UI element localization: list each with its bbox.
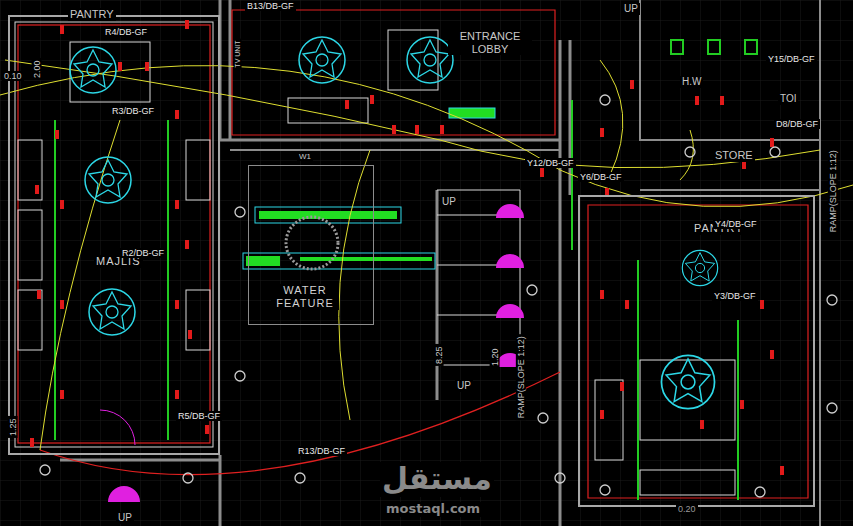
circuit-tag: Y3/DB-GF (712, 291, 758, 301)
dimension: 1.20 (490, 346, 500, 368)
direction-label: UP (455, 380, 473, 392)
callout-number: W1 (297, 152, 313, 161)
ramp-label: RAMP(SLOPE 1:12) (828, 148, 838, 234)
circuit-tag: Y6/DB-GF (578, 172, 624, 182)
room-name: H.W (680, 76, 703, 88)
room-name: STORE (713, 149, 755, 162)
chandeliers (70, 37, 718, 409)
circuit-tag: R3/DB-GF (110, 106, 156, 116)
watermark: mostaql.com (384, 502, 482, 517)
watermark: مستقل (380, 462, 494, 497)
dimension: 0.10 (2, 71, 24, 81)
room-name: PANTRY (68, 8, 116, 21)
room-name: ENTRANCE LOBBY (448, 30, 532, 55)
red-outlines (18, 10, 808, 498)
water-feature (243, 108, 495, 269)
dimension: 1.25 (8, 416, 18, 438)
circuit-tag: Y12/DB-GF (525, 158, 576, 168)
direction-label: UP (440, 196, 458, 208)
circuit-tag: D8/DB-GF (774, 119, 820, 129)
green-lines (55, 40, 757, 500)
room-name: TOI (778, 93, 798, 105)
dimension: 8.25 (434, 344, 444, 366)
room-outline: MAJLIS (8, 15, 220, 455)
step-arcs (100, 204, 524, 502)
room-outline: WATER FEATURE (248, 165, 374, 325)
circuit-tag: R2/DB-GF (120, 248, 166, 258)
dimension: 2.00 (32, 58, 42, 80)
direction-label: UP (622, 3, 640, 15)
room-outline: PANTRY (578, 195, 815, 507)
circuit-tag: B13/DB-GF (245, 1, 296, 11)
switch-arcs (0, 60, 853, 450)
circuit-tag: R4/DB-GF (103, 27, 149, 37)
circuit-tag: Y15/DB-GF (766, 54, 817, 64)
circuit-tag: R13/DB-GF (296, 446, 347, 456)
room-name: WATER FEATURE (271, 284, 339, 310)
furniture-label: TV UNIT (234, 38, 242, 69)
circuit-tag: R5/DB-GF (176, 411, 222, 421)
dimension: 0.20 (676, 504, 698, 514)
furniture (15, 22, 735, 495)
direction-label: UP (116, 512, 134, 524)
ramp-label: RAMP(SLOPE 1:12) (516, 334, 526, 420)
light-points (30, 20, 784, 475)
outlets (40, 95, 837, 497)
circuit-tag: Y4/DB-GF (713, 219, 759, 229)
